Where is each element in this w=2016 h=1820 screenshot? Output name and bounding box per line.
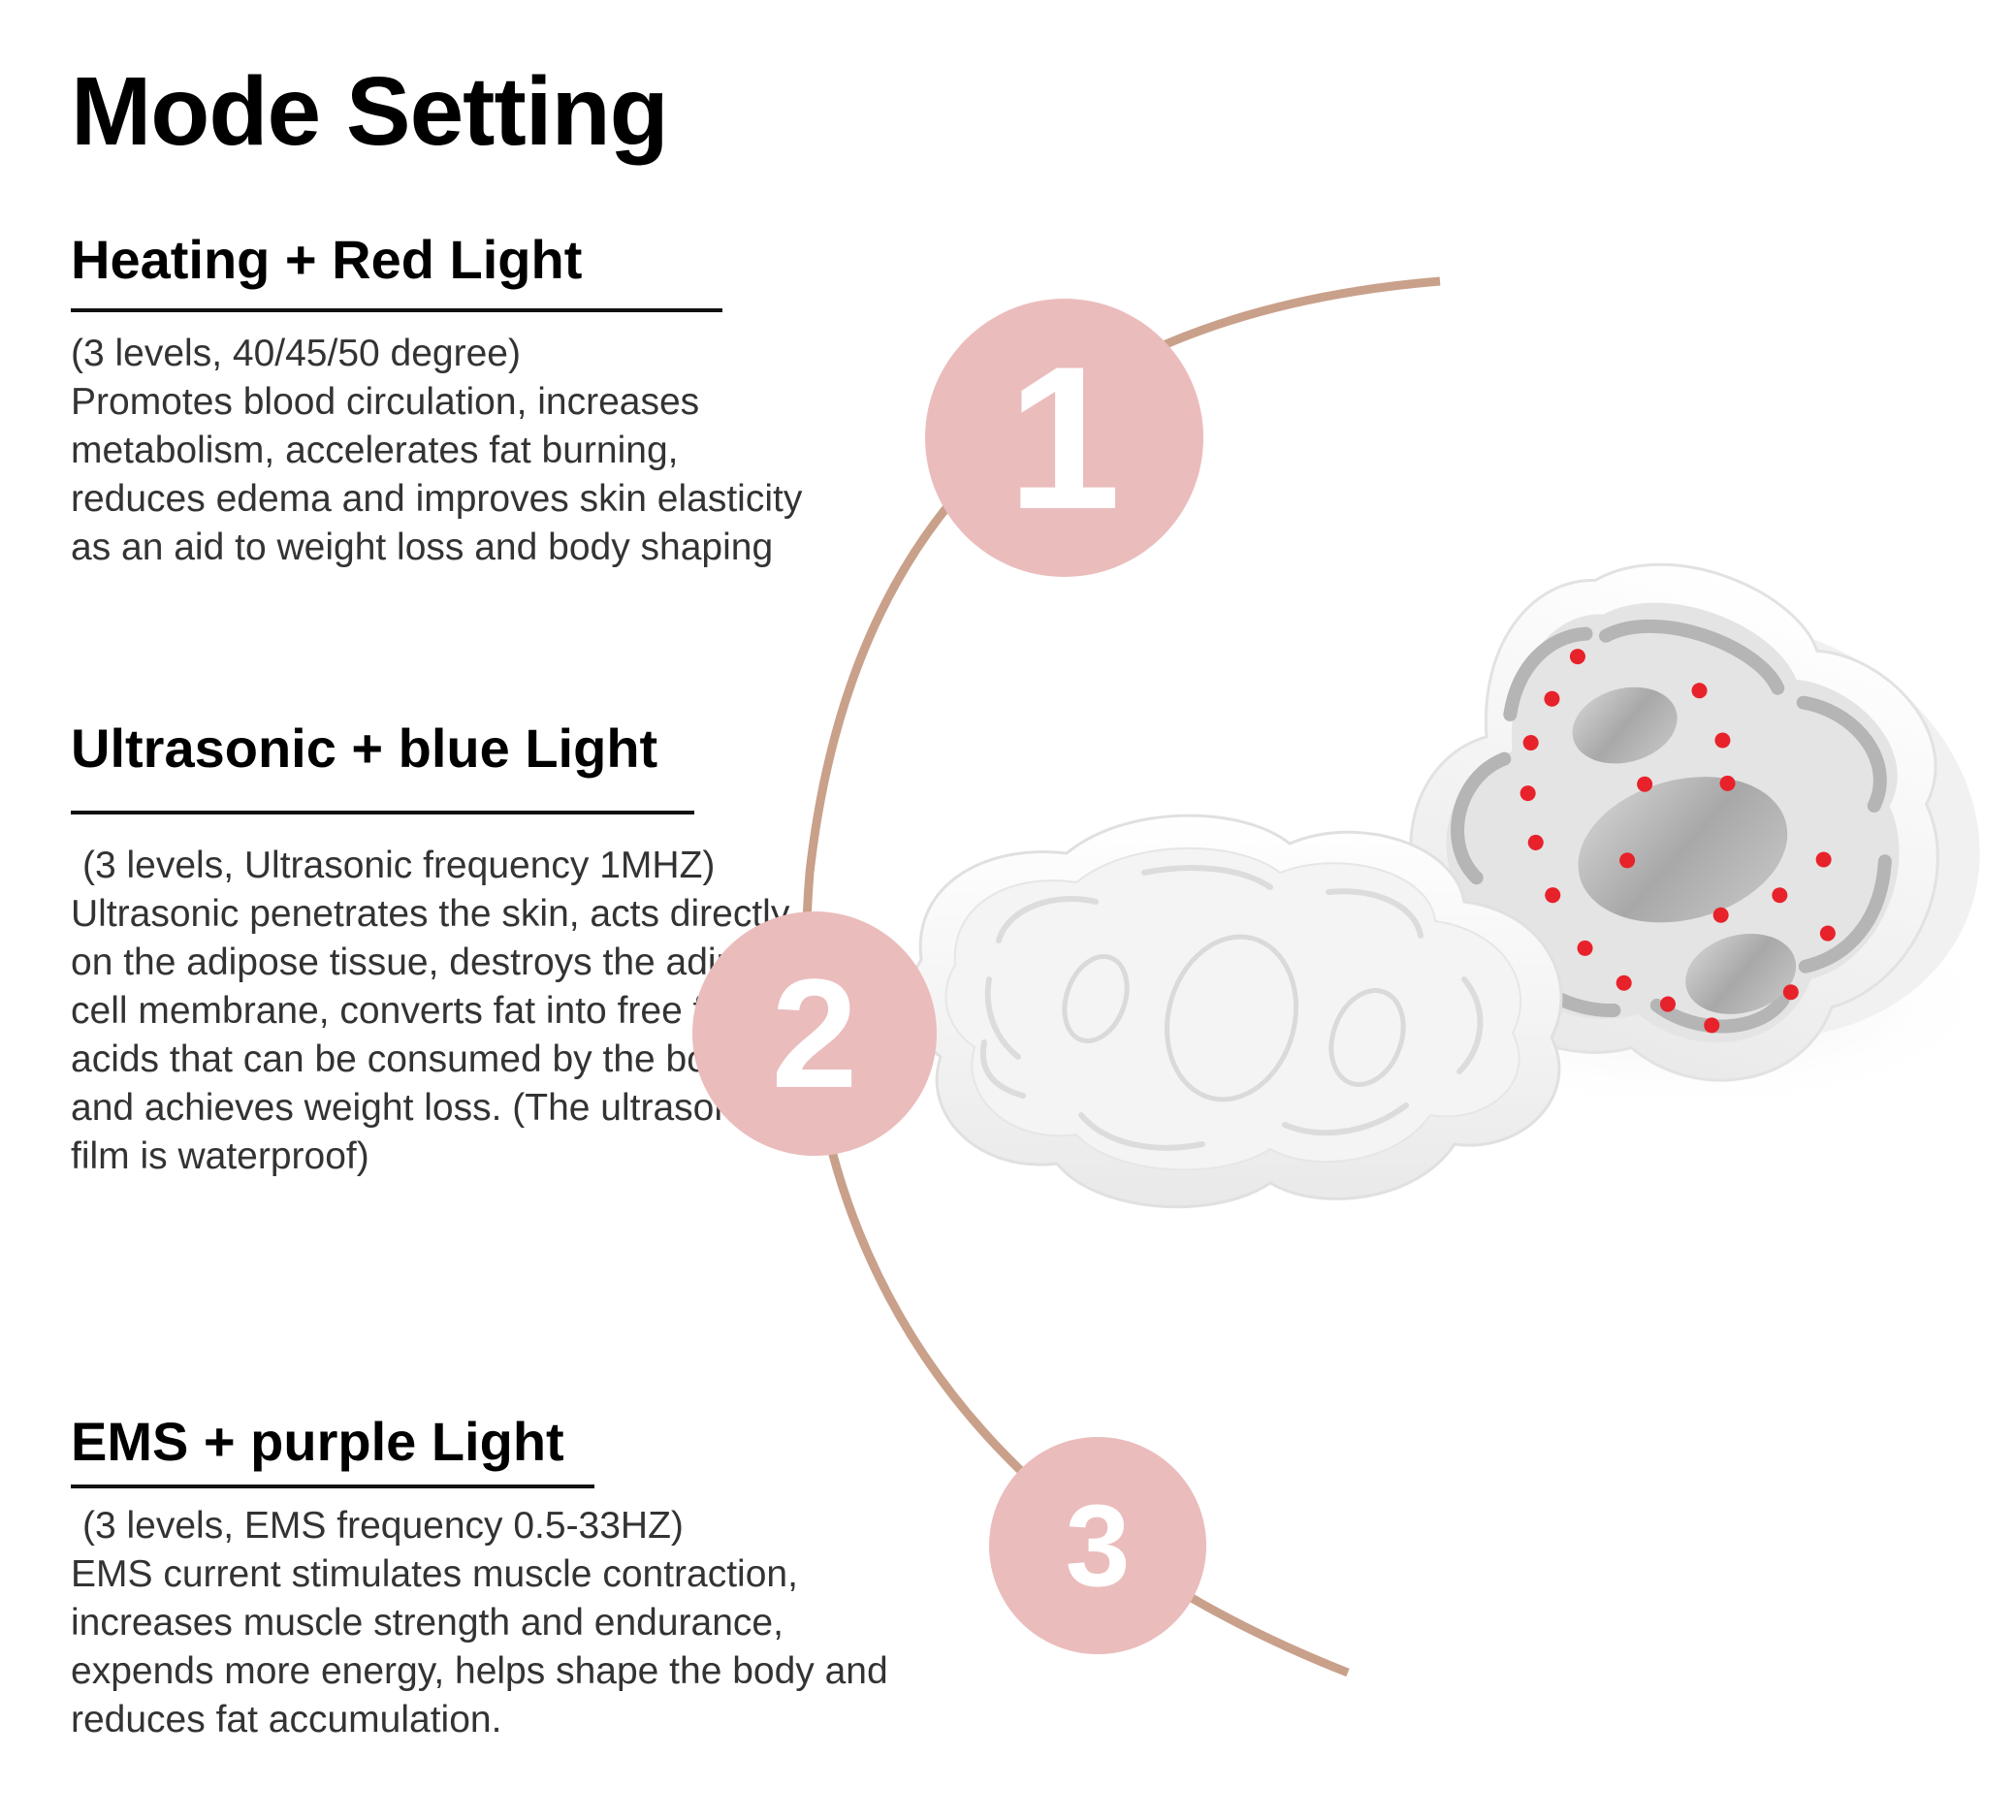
mode-section-2: Ultrasonic + blue Light (3 levels, Ultra… xyxy=(71,718,847,1181)
page-title: Mode Setting xyxy=(71,57,669,166)
mode-section-3: EMS + purple Light (3 levels, EMS freque… xyxy=(71,1411,944,1744)
mode-heading: Heating + Red Light xyxy=(71,229,722,313)
product-image xyxy=(912,562,2007,1209)
device-back xyxy=(912,814,1563,1209)
red-led-lights xyxy=(1520,649,1836,1034)
electrode-plate xyxy=(1578,777,1788,923)
mode-levels: (3 levels, Ultrasonic frequency 1MHZ) xyxy=(82,845,716,887)
step-badge-1: 1 xyxy=(925,299,1203,577)
electrode-plate xyxy=(1572,686,1678,764)
mode-description: Promotes blood circulation, increases me… xyxy=(71,381,803,569)
electrode-plate xyxy=(1685,933,1797,1014)
mode-description: EMS current stimulates muscle contractio… xyxy=(71,1553,888,1741)
mode-heading: EMS + purple Light xyxy=(71,1411,594,1489)
step-badge-2: 2 xyxy=(692,911,937,1156)
electrode-device xyxy=(1409,562,1980,1082)
mode-levels: (3 levels, EMS frequency 0.5-33HZ) xyxy=(82,1505,684,1548)
step-badge-3: 3 xyxy=(989,1437,1206,1654)
mode-description: Ultrasonic penetrates the skin, acts dir… xyxy=(71,893,799,1178)
mode-section-1: Heating + Red Light (3 levels, 40/45/50 … xyxy=(71,229,808,572)
mode-levels: (3 levels, 40/45/50 degree) xyxy=(71,333,521,375)
mode-heading: Ultrasonic + blue Light xyxy=(71,718,694,815)
